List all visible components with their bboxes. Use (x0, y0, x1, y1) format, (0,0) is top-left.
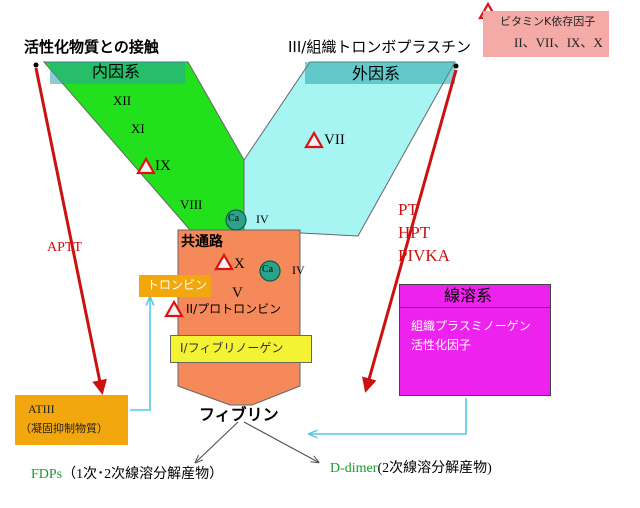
factor-vii: VII (324, 132, 345, 148)
calcium-circle-2 (259, 260, 281, 282)
hpt-label: HPT (398, 223, 431, 242)
ddimer-suffix: (2次線溶分解産物) (377, 461, 492, 476)
intrinsic-trigger-dot (33, 62, 39, 68)
factor-ii-prothrombin: II/プロトロンビン (186, 302, 282, 316)
vitk-triangle-icon-x (214, 252, 234, 271)
ddimer-label: D-dimer(2次線溶分解産物) (330, 462, 492, 476)
fibrinolysis-divider (400, 307, 550, 308)
ddimer-prefix: D-dimer (330, 461, 378, 476)
thrombin-label: トロンビン (147, 278, 208, 292)
aptt-label: APTT (47, 240, 82, 255)
at3-arrow (130, 298, 150, 411)
pivka-label: PIVKA (398, 246, 450, 265)
vitk-triangle-icon-ii (164, 299, 184, 318)
calcium-1-label: Ca (228, 213, 240, 224)
factor-xii: XII (113, 93, 132, 108)
extrinsic-trigger-label: III/組織トロンボプラスチン (288, 38, 472, 56)
extrinsic-header (305, 62, 455, 84)
common-pathway-title: 共通路 (181, 234, 223, 250)
intrinsic-header (50, 62, 185, 84)
vitk-legend-factors: II、VII、IX、X (514, 35, 603, 50)
thrombin-box (139, 275, 211, 297)
vitk-legend-box (483, 11, 609, 57)
fibrin-label: フィブリン (199, 405, 279, 424)
fdp-suffix: （1次･2次線溶分解産物） (62, 467, 224, 482)
fibrinolysis-arrow (310, 398, 467, 434)
fibrinogen-box (170, 335, 312, 363)
at3-label: ATIII (28, 402, 55, 416)
aptt-arrow (34, 67, 107, 395)
fdp-prefix: FDPs (31, 467, 63, 482)
factor-ix: IX (155, 158, 171, 174)
extrinsic-title: 外因系 (352, 64, 401, 83)
fibrinolysis-line2: 活性化因子 (411, 338, 472, 352)
fibrinolysis-line1: 組織プラスミノーゲン (411, 319, 531, 333)
fibrinolysis-box (399, 284, 551, 396)
at3-box (15, 395, 128, 445)
intrinsic-pathway (42, 61, 245, 231)
factor-iv-2: IV (292, 263, 305, 277)
pt-arrow (362, 69, 458, 393)
factor-viii: VIII (180, 197, 203, 212)
intrinsic-trigger-label: 活性化物質との接触 (24, 38, 159, 56)
fdp-label: FDPs（1次･2次線溶分解産物） (31, 468, 223, 482)
vitk-triangle-icon-ix (136, 156, 156, 175)
extrinsic-pathway (243, 61, 456, 237)
vitk-triangle-icon-vii (304, 130, 324, 149)
calcium-2-label: Ca (262, 264, 274, 275)
fibrinolysis-title: 線溶系 (444, 286, 493, 305)
factor-iv-1: IV (256, 212, 269, 226)
calcium-circle-1 (225, 209, 247, 231)
fibrinogen-label: I/フィブリノーゲン (180, 341, 284, 355)
factor-xi: XI (131, 121, 145, 136)
vitk-legend-title: ビタミンK依存因子 (500, 15, 596, 28)
at3-sublabel: （凝固抑制物質） (20, 422, 108, 435)
pt-label: PT (398, 200, 418, 219)
factor-x: X (234, 256, 245, 272)
intrinsic-title: 内因系 (92, 62, 141, 81)
fdp-arrow (196, 421, 239, 462)
extrinsic-trigger-dot (453, 63, 459, 69)
ddimer-arrow (243, 421, 318, 462)
factor-v: V (232, 285, 243, 301)
